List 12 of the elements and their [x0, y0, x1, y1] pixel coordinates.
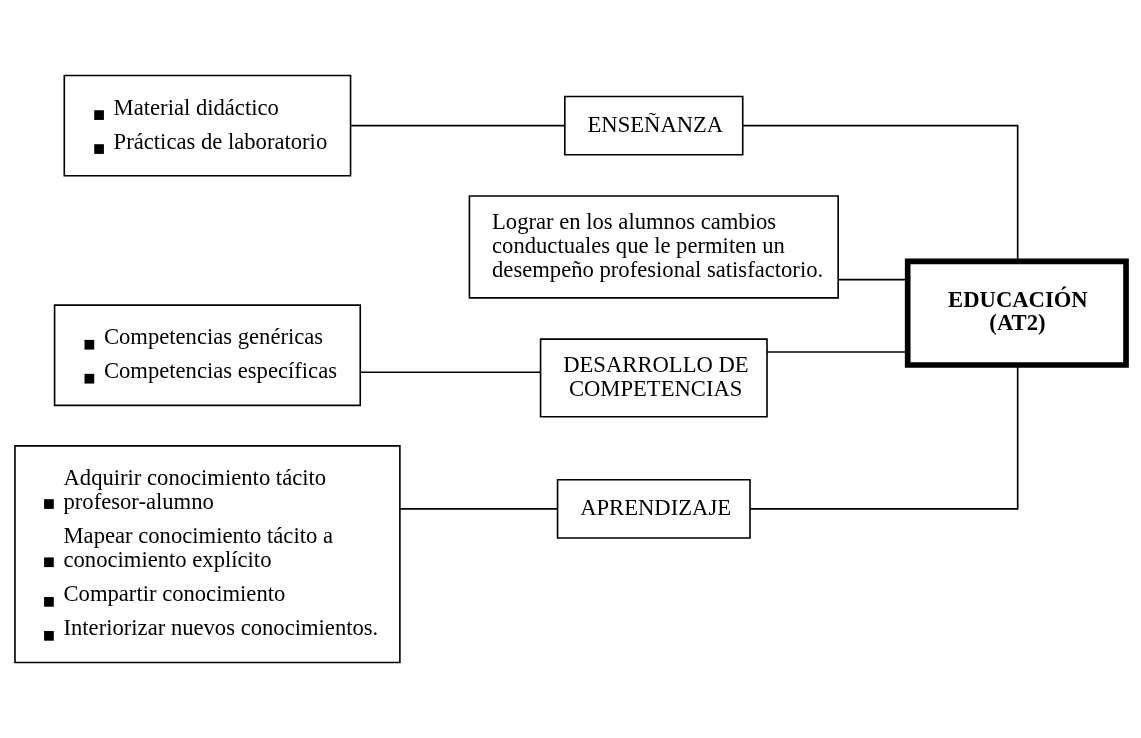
- connector: [350, 124, 566, 127]
- node-box: APRENDIZAJE: [556, 478, 751, 539]
- node-box: Lograr en los alumnos cambios conductuales que le permiten un desempeño profesional satisfactorio.: [468, 195, 839, 299]
- node-box: Competencias genéricas Competencias específicas: [53, 304, 362, 407]
- node-box: Adquirir conocimiento tácito profesor-alumno Mapear conocimiento tácito a conocimiento explícito Compartir conocimiento Interiorizar nuevos conocimientos.: [14, 445, 401, 664]
- node-box: EDUCACIÓN (AT2): [904, 258, 1129, 368]
- node-box: DESARROLLO DE COMPETENCIAS: [539, 338, 768, 418]
- connector: [399, 508, 558, 510]
- node-box: ENSEÑANZA: [564, 95, 744, 156]
- node-box: Material didáctico Prácticas de laboratorio: [63, 74, 352, 177]
- connector: [359, 371, 542, 374]
- connector: [749, 364, 1019, 510]
